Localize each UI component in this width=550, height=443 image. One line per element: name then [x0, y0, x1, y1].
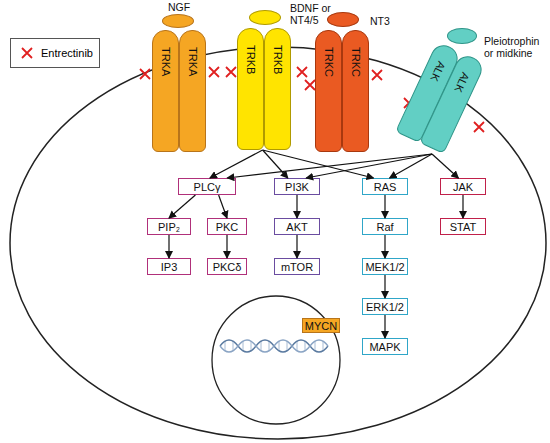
signal-arrow	[384, 195, 385, 218]
receptor-chain: TRKA	[152, 30, 179, 152]
receptor-chain: TRKB	[237, 28, 264, 150]
pathway-box: STAT	[440, 218, 486, 235]
node-label: PKCδ	[213, 261, 242, 273]
node-label: ALK	[452, 71, 472, 95]
node-label: PLCγ	[194, 181, 221, 193]
receptor-chain: TRKB	[264, 28, 291, 150]
node-label: TRKA	[160, 47, 172, 76]
node-label: PI3K	[285, 181, 309, 193]
signal-arrow	[384, 275, 385, 298]
node-label: NGF	[152, 1, 206, 13]
pathway-box: IP3	[147, 258, 191, 275]
signal-arrow	[169, 195, 195, 218]
signal-arrow	[219, 195, 227, 218]
signal-arrow	[226, 235, 227, 258]
node-label: TRKB	[272, 45, 284, 74]
signal-arrow	[263, 150, 288, 178]
signal-arrow	[432, 154, 458, 178]
signal-arrow	[384, 235, 385, 258]
node-label: PKC	[216, 221, 239, 233]
pathway-box: MYCN	[302, 318, 340, 333]
node-label: MYCN	[305, 320, 337, 332]
signal-arrow	[306, 154, 432, 178]
node-label: JAK	[453, 181, 473, 193]
ligand-circle: BDNF or NT4/5	[249, 10, 281, 25]
signal-arrow	[263, 150, 374, 178]
ligand-circle: NGF	[162, 14, 194, 28]
pathway-box: PKCδ	[207, 258, 247, 275]
signal-arrow	[390, 154, 432, 178]
pathway-box: PI3K	[274, 178, 320, 195]
node-label: NT3	[370, 15, 410, 27]
pathway-box: Raf	[362, 218, 408, 235]
node-label: TRKC	[323, 47, 335, 77]
signal-arrow	[210, 150, 263, 178]
node-label: Raf	[376, 221, 393, 233]
nucleus	[212, 296, 340, 424]
node-label: STAT	[450, 221, 476, 233]
node-label: IP3	[161, 261, 178, 273]
signal-arrow	[462, 195, 463, 218]
pathway-box: RAS	[362, 178, 408, 195]
dna-helix	[220, 340, 328, 352]
legend-label: Entrectinib	[41, 47, 93, 59]
node-label: MAPK	[369, 341, 400, 353]
pathway-box: MAPK	[362, 338, 408, 355]
node-label: mTOR	[281, 261, 313, 273]
pathway-box: AKT	[274, 218, 320, 235]
receptor-chain: TRKA	[179, 30, 206, 152]
pathway-box: PLCγ	[178, 178, 236, 195]
legend-swatch	[19, 45, 35, 61]
signal-arrow	[168, 235, 169, 258]
signal-arrow	[296, 235, 297, 258]
receptor-chain: TRKC	[342, 30, 369, 152]
node-label: Pleiotrophin or midkine	[484, 35, 546, 59]
pathway-box: PIP₂	[147, 218, 191, 235]
pathway-box: JAK	[440, 178, 486, 195]
pathway-box: PKC	[207, 218, 247, 235]
node-label: TRKC	[350, 47, 362, 77]
signal-arrow	[296, 195, 297, 218]
ligand-circle: Pleiotrophin or midkine	[447, 28, 477, 44]
node-label: TRKA	[187, 47, 199, 76]
pathway-box: ERK1/2	[362, 298, 408, 315]
node-label: ALK	[428, 60, 448, 84]
node-label: ERK1/2	[366, 301, 404, 313]
node-label: TRKB	[245, 45, 257, 74]
pathway-box: mTOR	[274, 258, 320, 275]
node-label: AKT	[286, 221, 307, 233]
pathway-box: MEK1/2	[362, 258, 408, 275]
signal-arrow	[227, 154, 432, 178]
node-label: MEK1/2	[365, 261, 404, 273]
node-label: PIP₂	[158, 221, 180, 233]
legend-box: Entrectinib	[10, 38, 100, 68]
ligand-circle: NT3	[327, 12, 359, 27]
receptor-chain: TRKC	[315, 30, 342, 152]
signal-arrow	[384, 315, 385, 338]
node-label: RAS	[374, 181, 397, 193]
